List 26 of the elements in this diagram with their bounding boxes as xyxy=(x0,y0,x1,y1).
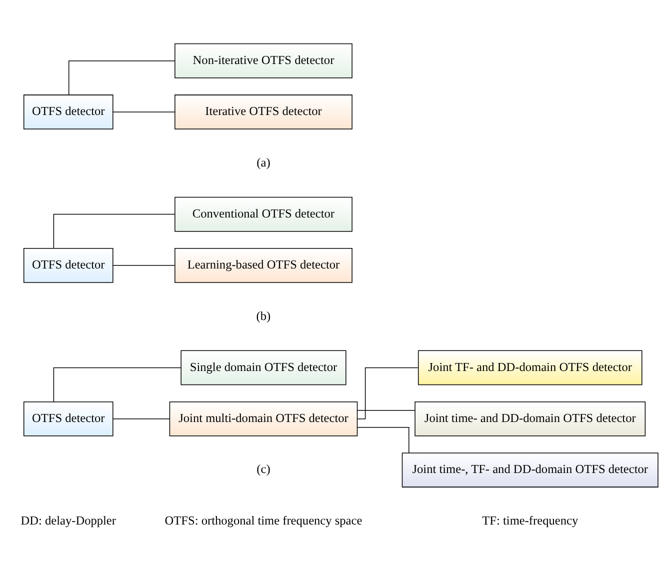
node-box: OTFS detector xyxy=(23,94,114,130)
connector xyxy=(112,418,170,420)
connector xyxy=(356,367,418,420)
label: (b) xyxy=(256,308,271,323)
node-box: Iterative OTFS detector xyxy=(174,94,352,130)
node-box: Non-iterative OTFS detector xyxy=(174,43,352,78)
label: DD: delay-Doppler xyxy=(20,513,116,528)
node-box: Learning-based OTFS detector xyxy=(174,248,352,283)
connector xyxy=(357,427,410,454)
label: (a) xyxy=(256,155,270,170)
node-box: OTFS detector xyxy=(23,248,114,283)
node-box: Joint multi-domain OTFS detector xyxy=(169,401,358,436)
node-box: OTFS detector xyxy=(23,401,114,436)
connector xyxy=(53,214,176,248)
connector xyxy=(357,410,416,411)
node-box: Single domain OTFS detector xyxy=(180,350,346,386)
connector xyxy=(112,265,176,266)
node-box: Joint time- and DD-domain OTFS detector xyxy=(414,401,646,436)
node-box: Joint time-, TF- and DD-domain OTFS detector xyxy=(402,452,658,488)
node-box: Joint TF- and DD-domain OTFS detector xyxy=(418,350,642,386)
connector xyxy=(68,60,176,96)
label: OTFS: orthogonal time frequency space xyxy=(164,513,362,528)
connector xyxy=(53,367,182,402)
label: (c) xyxy=(256,462,270,476)
node-box: Conventional OTFS detector xyxy=(174,196,352,232)
label: TF: time-frequency xyxy=(482,513,578,528)
